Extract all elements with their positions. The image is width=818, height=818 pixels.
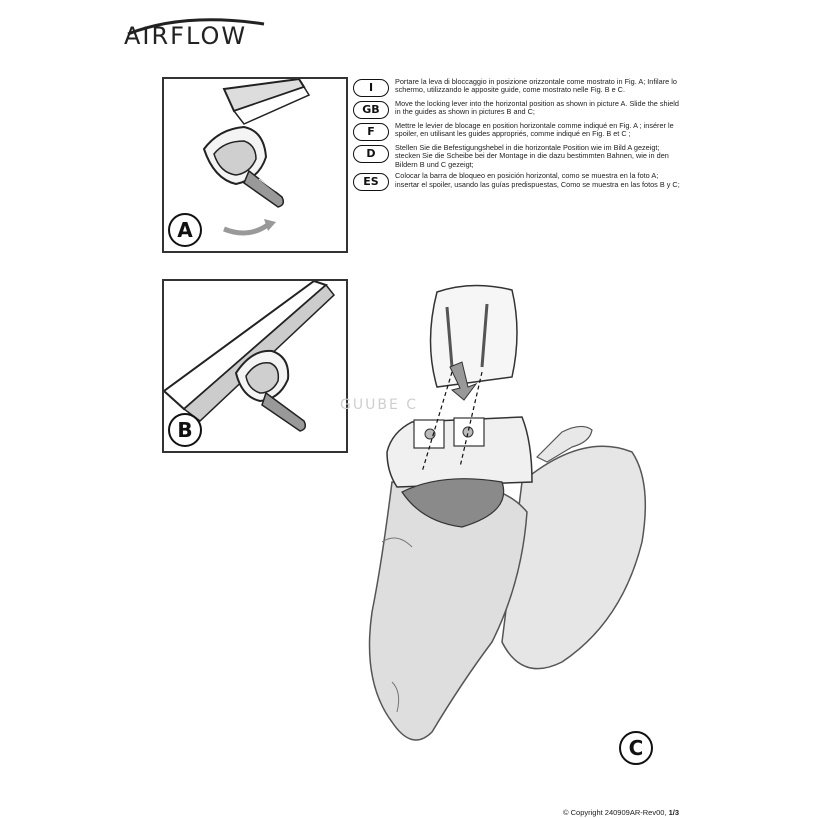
instruction-de: D Stellen Sie die Befestigungshebel in d… [353, 143, 683, 169]
instruction-es: ES Colocar la barra de bloqueo en posici… [353, 171, 683, 192]
page-number: 1/3 [668, 808, 680, 817]
figure-b-drawing [164, 281, 336, 432]
language-badge-fr: F [353, 123, 389, 141]
logo-text: AIRFLOW [124, 22, 248, 50]
instruction-text-fr: Mettre le levier de blocage en position … [395, 121, 674, 139]
logo-arc-icon [127, 18, 265, 36]
figure-a-drawing [202, 79, 311, 236]
language-badge-es: ES [353, 173, 389, 192]
watermark-text: GUUBE C [340, 397, 419, 413]
instruction-fr: F Mettre le levier de blocage en positio… [353, 121, 683, 141]
figure-a: A [162, 77, 348, 253]
instructions-list: I Portare la leva di bloccaggio in posiz… [353, 77, 683, 194]
figure-b-label: B [168, 413, 202, 447]
language-badge-de: D [353, 145, 389, 163]
copyright-footer: © Copyright 240909AR-Rev00, 1/3 [563, 808, 679, 817]
instruction-gb: GB Move the locking lever into the horiz… [353, 99, 683, 119]
figure-c-scooter-drawing [368, 284, 647, 741]
instruction-text-es: Colocar la barra de bloqueo en posición … [395, 171, 680, 189]
figure-a-label: A [168, 213, 202, 247]
instruction-text-de: Stellen Sie die Befestigungshebel in die… [395, 143, 669, 169]
instruction-text-gb: Move the locking lever into the horizont… [395, 99, 679, 117]
language-badge-it: I [353, 79, 389, 97]
copyright-text: © Copyright 240909AR-Rev00, [563, 808, 667, 817]
figure-b: B [162, 279, 348, 453]
instruction-it: I Portare la leva di bloccaggio in posiz… [353, 77, 683, 97]
figure-c-label: C [619, 731, 653, 765]
language-badge-gb: GB [353, 101, 389, 119]
instruction-text-it: Portare la leva di bloccaggio in posizio… [395, 77, 677, 95]
airflow-logo: AIRFLOW [124, 16, 274, 50]
